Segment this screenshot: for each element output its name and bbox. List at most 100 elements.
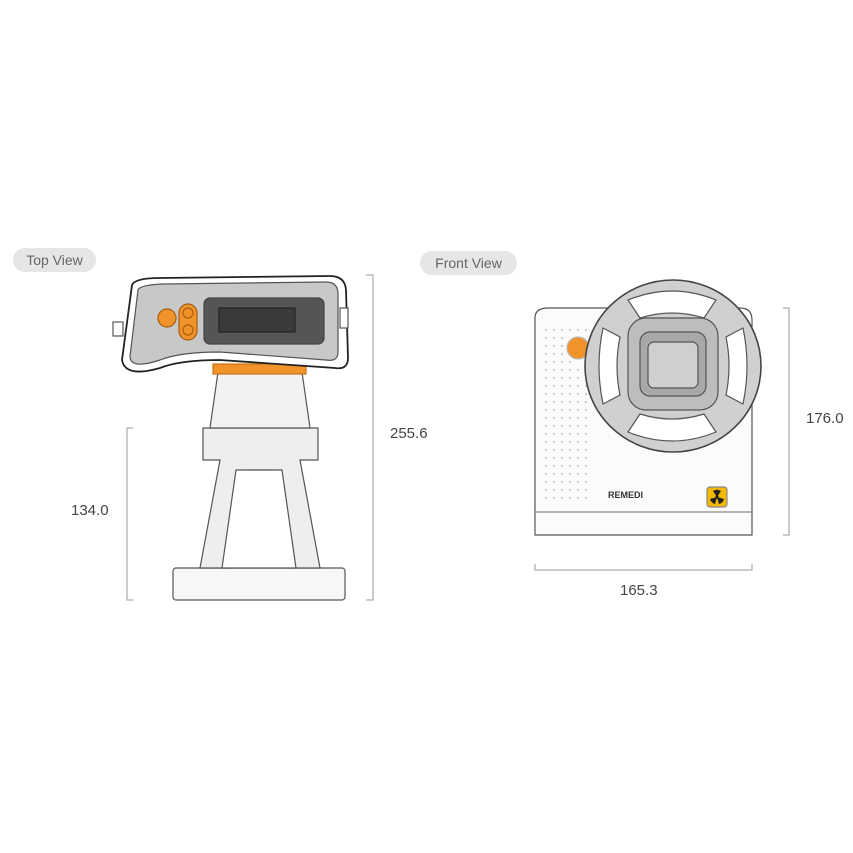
speaker-dot <box>545 345 547 347</box>
speaker-dot <box>569 497 571 499</box>
speaker-dot <box>561 401 563 403</box>
top-dimension-lines <box>126 274 374 601</box>
speaker-dot <box>577 425 579 427</box>
speaker-dot <box>545 457 547 459</box>
column <box>209 371 311 429</box>
speaker-dot <box>553 457 555 459</box>
dimension-front-width: 165.3 <box>620 582 658 599</box>
top-view-label: Top View <box>13 248 96 272</box>
speaker-dot <box>561 465 563 467</box>
speaker-dot <box>553 497 555 499</box>
base <box>172 567 346 601</box>
left-clip <box>112 321 124 337</box>
speaker-dot <box>561 377 563 379</box>
speaker-dot <box>545 401 547 403</box>
speaker-dot <box>569 425 571 427</box>
speaker-dot <box>545 497 547 499</box>
speaker-dot <box>545 473 547 475</box>
speaker-dot <box>545 361 547 363</box>
top-view-device <box>112 275 349 601</box>
speaker-dot <box>561 385 563 387</box>
speaker-dot <box>577 401 579 403</box>
speaker-dot <box>561 433 563 435</box>
speaker-dot <box>577 369 579 371</box>
speaker-dot <box>585 497 587 499</box>
brand-logo: REMEDI <box>608 490 643 500</box>
speaker-dot <box>585 473 587 475</box>
dimension-top-grip-height: 134.0 <box>71 502 109 519</box>
display-screen <box>218 307 296 333</box>
speaker-dot <box>577 417 579 419</box>
speaker-dot <box>545 425 547 427</box>
speaker-dot <box>569 417 571 419</box>
speaker-dot <box>561 473 563 475</box>
speaker-dot <box>577 497 579 499</box>
speaker-dot <box>553 401 555 403</box>
speaker-dot <box>545 337 547 339</box>
speaker-dot <box>569 465 571 467</box>
speaker-dot <box>545 481 547 483</box>
up-arrow-button-icon <box>182 307 194 319</box>
speaker-dot <box>569 481 571 483</box>
speaker-dot <box>553 433 555 435</box>
speaker-dot <box>577 377 579 379</box>
speaker-dot <box>577 433 579 435</box>
speaker-dot <box>553 465 555 467</box>
speaker-dot <box>561 337 563 339</box>
speaker-dot <box>553 409 555 411</box>
speaker-dot <box>545 393 547 395</box>
speaker-dot <box>577 385 579 387</box>
speaker-dot <box>577 449 579 451</box>
speaker-dot <box>569 433 571 435</box>
speaker-dot <box>553 345 555 347</box>
speaker-dot <box>545 385 547 387</box>
speaker-dot <box>569 441 571 443</box>
speaker-dot <box>561 369 563 371</box>
speaker-dot <box>545 441 547 443</box>
speaker-dot <box>561 481 563 483</box>
speaker-dot <box>577 441 579 443</box>
speaker-dot <box>553 489 555 491</box>
speaker-dot <box>585 441 587 443</box>
orange-collar <box>212 363 307 375</box>
speaker-dot <box>561 425 563 427</box>
lens <box>647 341 699 389</box>
speaker-dot <box>553 369 555 371</box>
speaker-dot <box>561 361 563 363</box>
speaker-dot <box>545 465 547 467</box>
svg-text:REMEDI: REMEDI <box>608 490 643 500</box>
speaker-dot <box>585 409 587 411</box>
dimension-front-height: 176.0 <box>806 410 844 427</box>
speaker-dot <box>577 393 579 395</box>
speaker-dot <box>553 329 555 331</box>
speaker-dot <box>569 369 571 371</box>
speaker-dot <box>553 481 555 483</box>
speaker-dot <box>553 393 555 395</box>
speaker-dot <box>545 449 547 451</box>
speaker-dot <box>561 409 563 411</box>
front-dimension-lines <box>534 307 790 571</box>
speaker-dot <box>585 481 587 483</box>
speaker-dot <box>585 329 587 331</box>
speaker-dot <box>569 385 571 387</box>
speaker-dot <box>569 449 571 451</box>
speaker-dot <box>561 345 563 347</box>
speaker-dot <box>577 481 579 483</box>
speaker-dot <box>561 457 563 459</box>
speaker-dot <box>545 417 547 419</box>
speaker-dots <box>545 329 587 499</box>
speaker-dot <box>569 329 571 331</box>
speaker-dot <box>569 361 571 363</box>
speaker-dot <box>569 409 571 411</box>
speaker-dot <box>577 465 579 467</box>
speaker-dot <box>545 369 547 371</box>
speaker-dot <box>561 417 563 419</box>
speaker-dot <box>545 489 547 491</box>
speaker-dot <box>577 489 579 491</box>
speaker-dot <box>577 473 579 475</box>
speaker-dot <box>545 409 547 411</box>
power-button-icon[interactable] <box>157 308 177 328</box>
speaker-dot <box>569 489 571 491</box>
front-view-label: Front View <box>420 251 517 275</box>
speaker-dot <box>561 449 563 451</box>
